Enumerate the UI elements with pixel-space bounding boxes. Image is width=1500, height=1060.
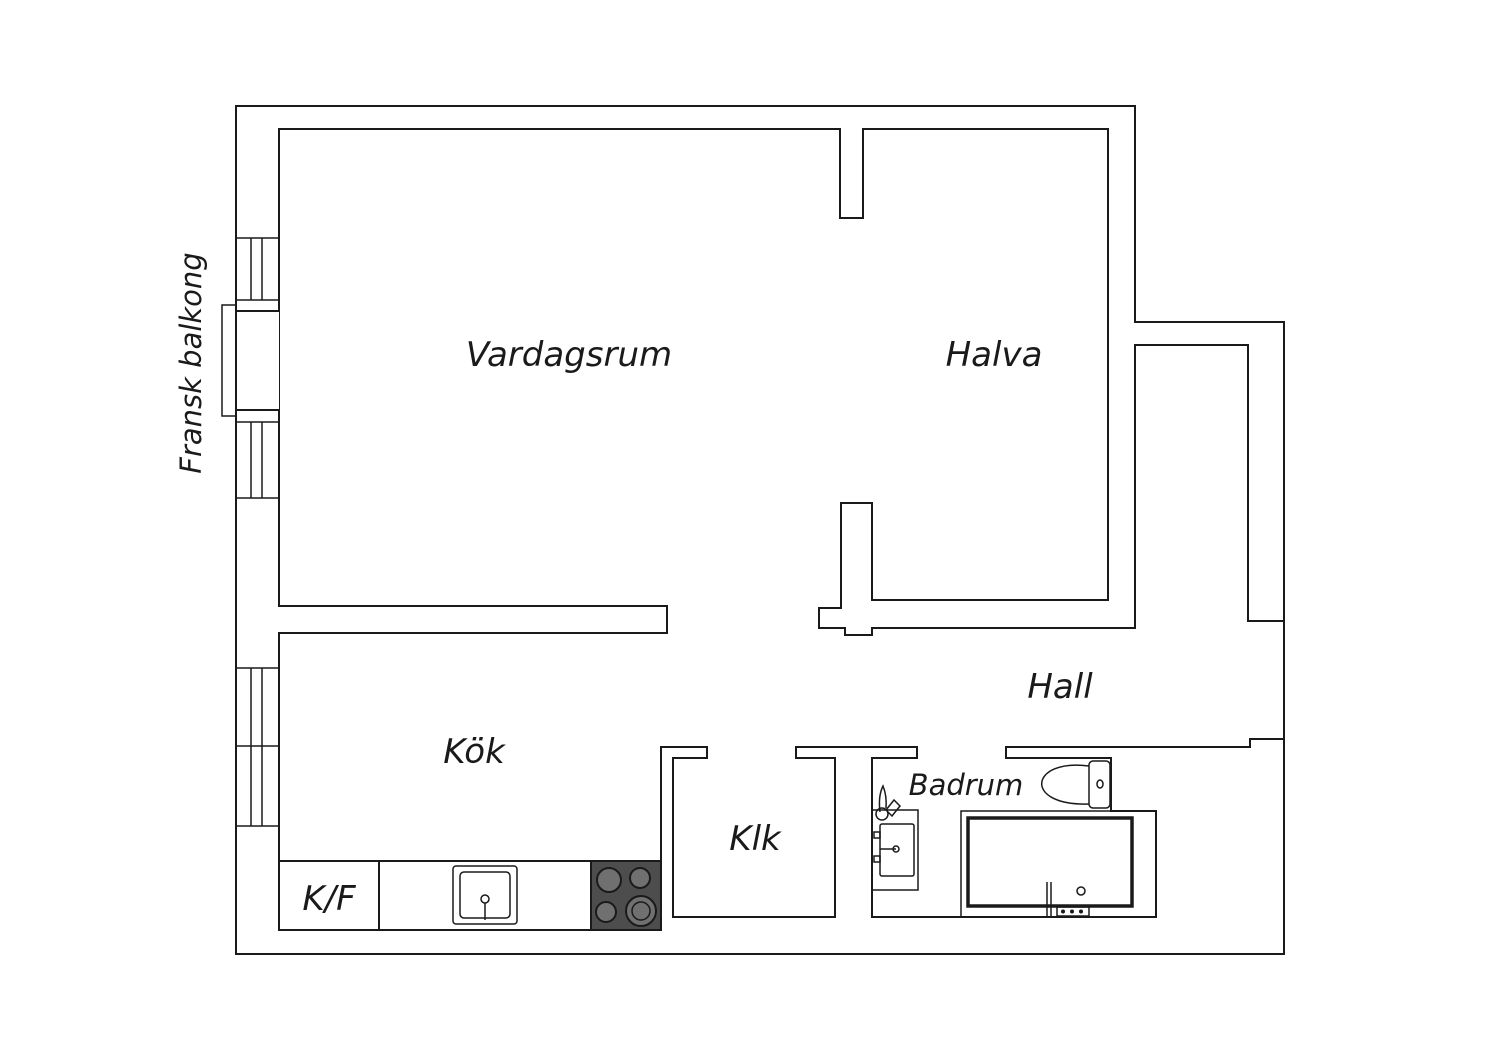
bathroom-label: Badrum	[909, 768, 1024, 802]
washbasin-icon	[871, 784, 919, 891]
window-upper-left	[235, 237, 280, 301]
fridge-freezer-label: K/F	[302, 879, 356, 919]
kitchen-sink-icon	[452, 865, 518, 925]
french-balcony-door	[221, 300, 280, 422]
closet-label: Klk	[729, 819, 782, 859]
kitchen-label: Kök	[443, 732, 506, 772]
toilet-icon	[1041, 760, 1111, 809]
window-kitchen	[235, 667, 280, 827]
french-balcony-label: Fransk balkong	[174, 252, 208, 473]
half-room-label: Halva	[946, 335, 1043, 375]
window-lower-left	[235, 421, 280, 499]
hall-label: Hall	[1027, 667, 1093, 707]
stove-icon	[590, 860, 662, 931]
bathtub-icon	[960, 810, 1157, 918]
living-room-label: Vardagsrum	[466, 335, 672, 375]
living-room-area	[278, 128, 1285, 931]
